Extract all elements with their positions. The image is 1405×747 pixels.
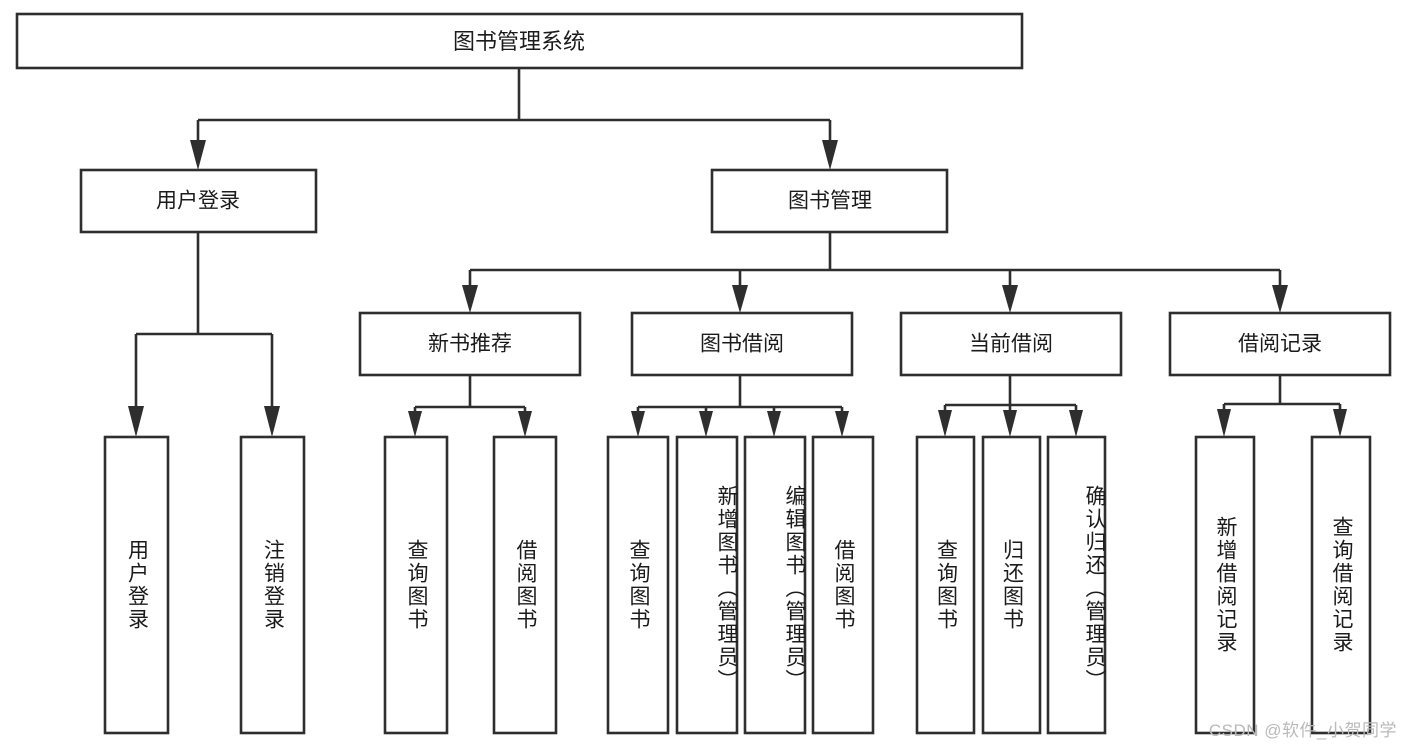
node-leaf-borrow-book-2-box[interactable]	[811, 435, 875, 735]
arrow-leaf-user-login	[128, 406, 144, 437]
arrow-user-login	[190, 140, 206, 170]
arrow-leaf-logout-login	[264, 406, 280, 437]
arrow-leaf-query-borrow-record	[1333, 409, 1347, 437]
arrow-leaf-borrow-book-1	[518, 411, 532, 437]
arrow-leaf-add-book-admin	[699, 411, 713, 437]
node-leaf-query-book-3-box[interactable]	[915, 435, 976, 735]
arrow-leaf-return-book	[1003, 410, 1017, 437]
node-new-book-recommend-box	[358, 311, 582, 377]
node-root[interactable]: 图书管理系统	[15, 12, 1024, 70]
arrow-leaf-query-book-3	[938, 410, 952, 437]
node-leaf-query-book-1-box[interactable]	[383, 435, 449, 735]
node-current-borrow-box	[899, 311, 1123, 377]
node-book-borrow[interactable]: 图书借阅	[630, 311, 854, 377]
node-leaf-user-login-box[interactable]	[103, 435, 170, 735]
node-leaf-borrow-book-1-box[interactable]	[492, 435, 558, 735]
arrow-leaf-add-borrow-record	[1217, 409, 1231, 437]
node-root-box	[15, 12, 1024, 70]
node-leaf-query-book-2-box[interactable]	[606, 435, 670, 735]
arrow-borrow-record	[1272, 285, 1288, 313]
node-leaf-add-book-admin-box[interactable]	[675, 435, 739, 735]
node-book-manage-label: 图书管理	[788, 190, 872, 213]
arrow-leaf-borrow-book-2	[835, 411, 849, 437]
node-book-manage[interactable]: 图书管理	[710, 168, 949, 234]
node-borrow-record-box	[1168, 311, 1392, 377]
node-current-borrow[interactable]: 当前借阅	[899, 311, 1123, 377]
arrow-current-borrow	[1002, 285, 1018, 313]
arrow-new-book-recommend	[462, 285, 478, 313]
node-new-book-recommend-label: 新书推荐	[428, 333, 512, 356]
watermark: CSDN @软件_小贺同学	[1208, 721, 1397, 740]
node-user-login-box	[79, 168, 318, 234]
node-borrow-record[interactable]: 借阅记录	[1168, 311, 1392, 377]
node-leaf-edit-book-admin-box[interactable]	[743, 435, 807, 735]
node-new-book-recommend[interactable]: 新书推荐	[358, 311, 582, 377]
arrow-leaf-query-book-1	[408, 411, 422, 437]
node-user-login-label: 用户登录	[156, 190, 240, 213]
arrow-leaf-edit-book-admin	[767, 411, 781, 437]
node-user-login[interactable]: 用户登录	[79, 168, 318, 234]
arrow-leaf-query-book-2	[631, 411, 645, 437]
node-leaf-logout-login-box[interactable]	[239, 435, 306, 735]
node-leaf-return-book-box[interactable]	[981, 435, 1042, 735]
arrow-book-borrow	[732, 285, 748, 313]
node-leaf-confirm-return-admin-box[interactable]	[1046, 435, 1107, 735]
arrow-book-manage	[822, 140, 838, 170]
node-leaf-add-borrow-record-box[interactable]	[1194, 435, 1256, 735]
node-book-borrow-label: 图书借阅	[700, 333, 784, 356]
arrow-leaf-confirm-return-admin	[1069, 410, 1083, 437]
node-book-borrow-box	[630, 311, 854, 377]
node-leaf-query-borrow-record-box[interactable]	[1310, 435, 1372, 735]
node-current-borrow-label: 当前借阅	[969, 333, 1053, 356]
node-book-manage-box	[710, 168, 949, 234]
node-root-label: 图书管理系统	[453, 29, 585, 54]
node-borrow-record-label: 借阅记录	[1238, 333, 1322, 356]
